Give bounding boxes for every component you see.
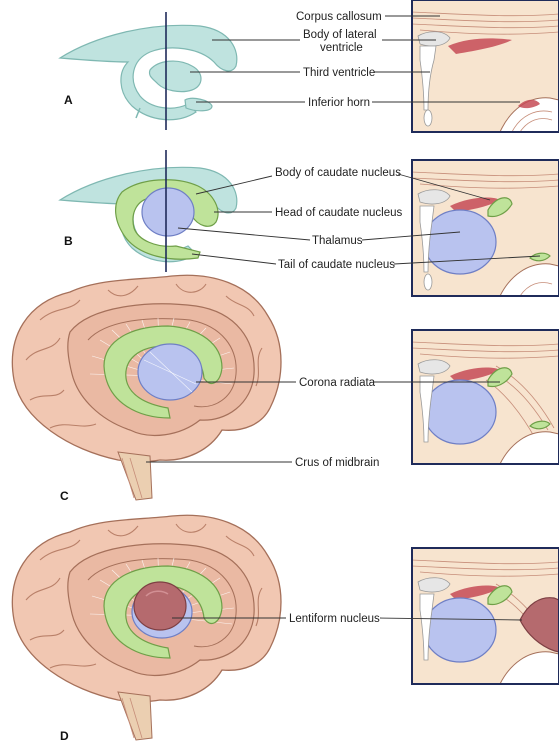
panel-b: B Body of caudate nucleus H	[58, 150, 559, 297]
leader-thalamus	[177, 227, 311, 241]
label-tail-of-caudate-nucleus: Tail of caudate nucleus	[278, 259, 395, 271]
inset-lentiform-nucleus	[519, 597, 559, 653]
thalamus-b	[141, 187, 195, 237]
label-body-of-lateral-ventricle-line2: ventricle	[320, 42, 363, 54]
label-body-of-lateral-ventricle-text: Body of lateral	[303, 29, 377, 41]
caudate-nucleus-d	[103, 565, 223, 659]
inset-d	[411, 547, 559, 685]
ventricle-system-a	[58, 24, 238, 121]
label-body-of-lateral-ventricle: Body of lateral ventricle	[303, 29, 380, 54]
label-corona-radiata: Corona radiata	[299, 377, 376, 389]
label-head-of-caudate-nucleus: Head of caudate nucleus	[275, 207, 402, 219]
label-crus-of-midbrain: Crus of midbrain	[295, 457, 379, 469]
panel-c: C Corona radiata C	[11, 274, 559, 503]
panel-a: A Corpus callosum Bo	[58, 0, 559, 133]
inset-a	[411, 0, 559, 133]
inset-b	[411, 159, 559, 297]
leader-tail-of-caudate-nucleus	[191, 253, 277, 265]
label-body-of-caudate-nucleus: Body of caudate nucleus	[275, 167, 401, 179]
brain-d	[11, 514, 282, 741]
label-lentiform-nucleus: Lentiform nucleus	[289, 613, 380, 625]
panel-letter-b: B	[64, 234, 73, 248]
label-inferior-horn: Inferior horn	[308, 97, 370, 109]
panel-letter-c: C	[60, 489, 69, 503]
lentiform-nucleus-d	[133, 581, 187, 631]
inset-c	[411, 329, 559, 465]
panel-d: D Lentiform nucleus	[11, 514, 559, 743]
label-thalamus: Thalamus	[312, 235, 363, 247]
panel-letter-a: A	[64, 93, 73, 107]
brain-c	[11, 274, 282, 501]
label-corpus-callosum: Corpus callosum	[296, 11, 382, 23]
leader-body-of-caudate-nucleus	[195, 175, 273, 195]
label-third-ventricle: Third ventricle	[303, 67, 375, 79]
panel-letter-d: D	[60, 729, 69, 743]
